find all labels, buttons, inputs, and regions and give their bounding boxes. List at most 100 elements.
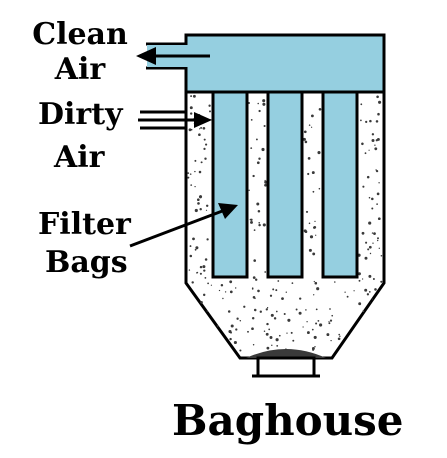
dust-pile (246, 349, 326, 358)
dust-speck (307, 157, 311, 160)
dust-speck (202, 344, 206, 348)
dust-speck (373, 232, 376, 235)
dust-speck (376, 192, 380, 196)
dust-speck (262, 99, 266, 103)
dust-speck (358, 302, 362, 306)
dust-speck (376, 349, 380, 353)
dust-speck (360, 103, 363, 106)
dust-speck (188, 311, 192, 314)
dust-speck (243, 305, 246, 308)
dust-speck (257, 289, 260, 293)
dust-speck (366, 175, 370, 179)
dust-speck (199, 207, 202, 211)
dust-speck (317, 320, 320, 322)
dust-speck (368, 290, 371, 293)
dust-speck (362, 310, 365, 313)
dust-speck (377, 217, 381, 221)
dust-speck (205, 335, 208, 337)
dust-speck (187, 172, 190, 175)
dust-speck (364, 322, 368, 326)
dust-speck (202, 126, 206, 130)
dust-speck (199, 128, 201, 130)
dirty-air-arrowhead (194, 112, 212, 128)
dust-speck (258, 157, 261, 160)
dust-speck (266, 307, 269, 309)
dust-speck (205, 349, 207, 351)
dust-speck (314, 346, 316, 348)
dust-speck (285, 291, 287, 293)
dust-speck (314, 220, 316, 223)
dust-speck (194, 185, 196, 188)
dust-speck (203, 314, 205, 316)
dust-speck (305, 309, 307, 311)
dust-speck (199, 195, 202, 198)
dust-speck (378, 247, 380, 249)
dust-speck (298, 311, 302, 315)
clean-air-label-line2: Air (54, 52, 106, 87)
dust-speck (313, 280, 315, 283)
dust-speck (271, 344, 273, 347)
dust-speck (312, 252, 316, 256)
dust-speck (194, 170, 196, 173)
dust-speck (270, 313, 274, 317)
dust-speck (371, 232, 374, 234)
dirty-air-label-line1: Dirty (38, 97, 123, 132)
dust-speck (364, 256, 368, 260)
dust-speck (318, 187, 321, 190)
clean-air-label-line1: Clean (32, 17, 128, 52)
dust-speck (292, 339, 295, 342)
dust-speck (361, 231, 365, 235)
filter-bag (266, 90, 304, 279)
dust-speck (312, 190, 315, 193)
dust-speck (353, 290, 355, 292)
dust-speck (361, 278, 364, 280)
dust-speck (273, 317, 277, 320)
dust-speck (313, 294, 315, 296)
dust-speck (369, 119, 372, 123)
dust-speck (194, 312, 196, 315)
dust-speck (200, 300, 203, 304)
dust-speck (247, 330, 249, 333)
dust-speck (303, 229, 307, 233)
dust-speck (308, 124, 311, 126)
dust-speck (264, 183, 267, 187)
dust-speck (375, 338, 378, 340)
dust-speck (250, 118, 253, 121)
dust-speck (189, 295, 192, 297)
dust-speck (313, 226, 316, 229)
dust-speck (255, 138, 258, 141)
dust-speck (248, 102, 250, 104)
dust-speck (372, 242, 374, 244)
dust-speck (364, 288, 368, 292)
dust-speck (265, 332, 269, 336)
dust-speck (208, 338, 211, 341)
dust-speck (302, 137, 306, 141)
dust-speck (209, 342, 213, 346)
dust-speck (305, 210, 309, 213)
dust-speck (230, 324, 234, 328)
dust-speck (337, 337, 341, 341)
dust-speck (203, 138, 206, 141)
dust-speck (329, 308, 331, 310)
dust-speck (197, 309, 199, 311)
dust-speck (374, 144, 376, 146)
dust-speck (291, 282, 294, 284)
dust-speck (229, 290, 233, 294)
dirty-air-label-line2: Air (54, 140, 105, 175)
dust-speck (269, 294, 273, 297)
dust-speck (369, 325, 372, 328)
dust-speck (355, 328, 359, 332)
dust-speck (203, 147, 206, 151)
dust-speck (189, 106, 193, 110)
filter-bags-group (211, 90, 359, 279)
dust-speck (258, 109, 261, 113)
dust-speck (380, 255, 383, 257)
dust-speck (376, 137, 380, 141)
dust-speck (195, 246, 199, 250)
dust-speck (378, 182, 380, 184)
dust-speck (266, 322, 269, 326)
dust-speck (236, 317, 239, 320)
dust-speck (235, 287, 237, 289)
dust-speck (365, 120, 368, 124)
dust-speck (317, 151, 321, 155)
